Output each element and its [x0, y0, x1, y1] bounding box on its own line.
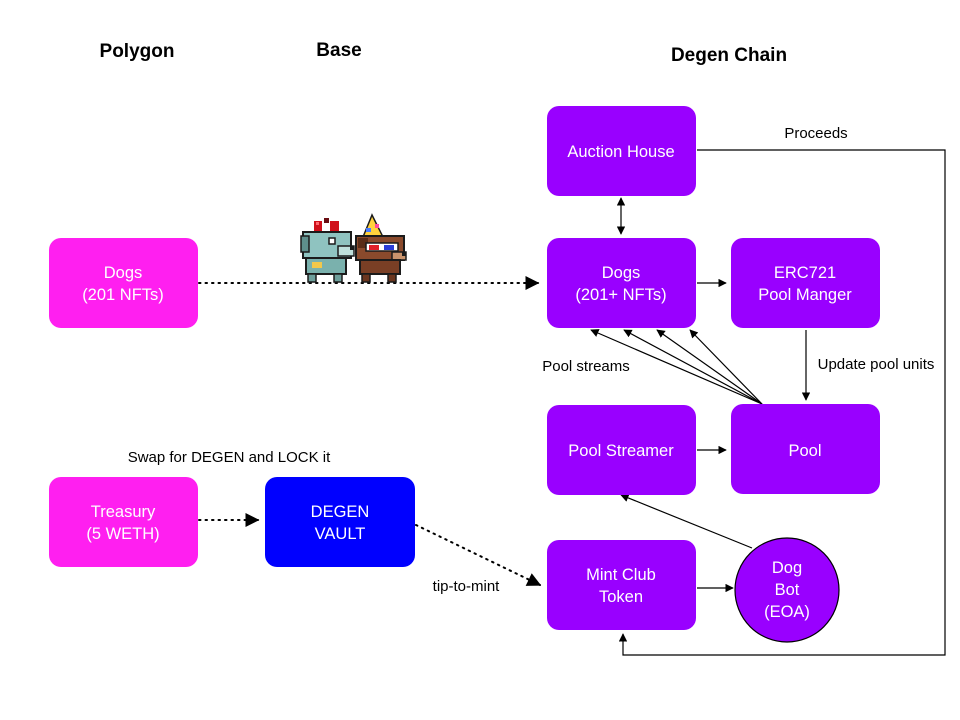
label-tip-to-mint: tip-to-mint [433, 578, 501, 595]
node-polygon-dogs: Dogs (201 NFTs) [49, 238, 198, 328]
svg-text:(EOA): (EOA) [764, 603, 810, 621]
column-title-polygon: Polygon [100, 41, 175, 62]
node-pool-manager: ERC721 Pool Manger [731, 238, 880, 328]
label-swap: Swap for DEGEN and LOCK it [128, 449, 331, 466]
svg-text:Pool Streamer: Pool Streamer [568, 442, 674, 460]
svg-text:DEGEN: DEGEN [311, 503, 370, 521]
svg-text:Treasury: Treasury [91, 503, 156, 521]
svg-text:Dogs: Dogs [602, 264, 641, 282]
pool-stream-arrow-1 [590, 329, 763, 405]
svg-text:Pool Manger: Pool Manger [758, 286, 852, 304]
label-update-pool-units: Update pool units [818, 356, 935, 373]
svg-text:Pool: Pool [788, 442, 821, 460]
pool-stream-arrow-3 [656, 329, 763, 405]
svg-text:VAULT: VAULT [315, 525, 366, 543]
svg-text:(201+ NFTs): (201+ NFTs) [575, 286, 666, 304]
node-treasury: Treasury (5 WETH) [49, 477, 198, 567]
node-pool: Pool [731, 404, 880, 494]
connectors [198, 149, 946, 656]
proceeds-loop-arrow [618, 149, 946, 656]
svg-text:Auction House: Auction House [567, 143, 674, 161]
svg-text:Dog: Dog [772, 559, 802, 577]
pool-stream-arrow-4 [689, 329, 763, 405]
svg-text:Token: Token [599, 588, 643, 606]
pool-stream-arrow-2 [623, 329, 763, 405]
node-degen-dogs: Dogs (201+ NFTs) [547, 238, 696, 328]
bot-to-streamer-arrow [620, 493, 753, 549]
column-title-base: Base [316, 40, 361, 61]
svg-text:(201 NFTs): (201 NFTs) [82, 286, 164, 304]
dog-with-bow-icon [300, 218, 355, 283]
column-title-degen-chain: Degen Chain [671, 45, 787, 66]
svg-text:ERC721: ERC721 [774, 264, 836, 282]
tip-to-mint-dotted-arrow [415, 524, 542, 586]
label-pool-streams: Pool streams [542, 358, 630, 375]
svg-text:Dogs: Dogs [104, 264, 143, 282]
svg-text:(5 WETH): (5 WETH) [86, 525, 159, 543]
node-auction-house: Auction House [547, 106, 696, 196]
node-mint-club-token: Mint Club Token [547, 540, 696, 630]
svg-text:Bot: Bot [775, 581, 800, 599]
node-pool-streamer: Pool Streamer [547, 405, 696, 495]
label-proceeds: Proceeds [784, 125, 847, 142]
node-degen-vault: DEGEN VAULT [265, 477, 415, 567]
dog-with-party-hat-icon [355, 213, 407, 283]
svg-text:Mint Club: Mint Club [586, 566, 656, 584]
node-dog-bot: Dog Bot (EOA) [734, 537, 840, 643]
